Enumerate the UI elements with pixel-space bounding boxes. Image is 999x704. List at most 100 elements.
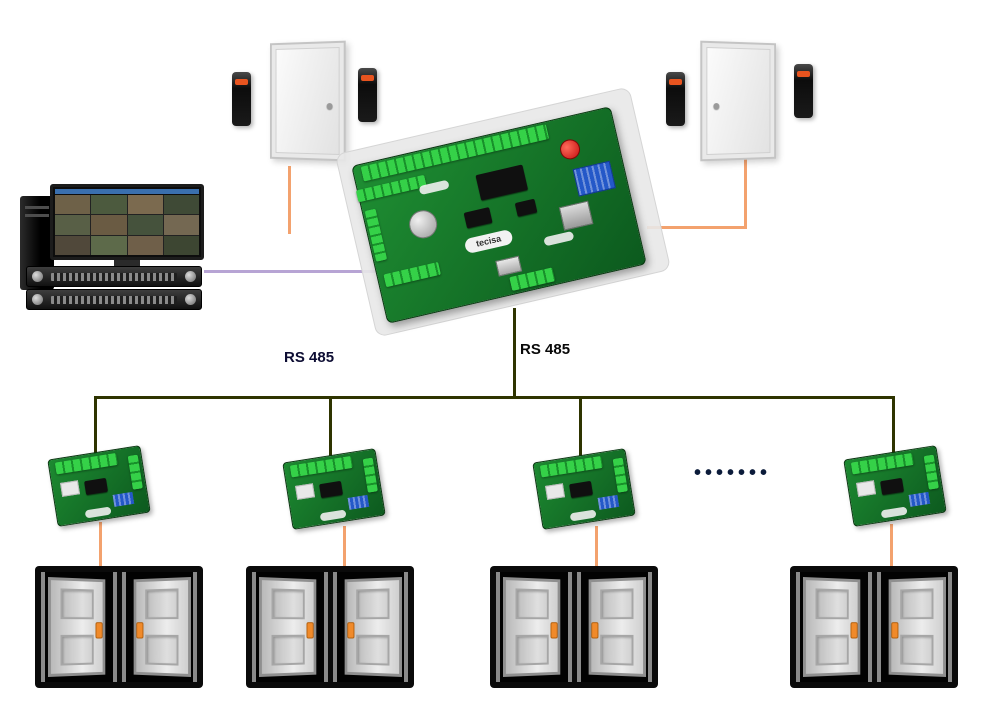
door-pair-1 <box>35 566 203 688</box>
sub-controller-2 <box>282 448 386 530</box>
chip <box>463 207 493 229</box>
door-panel <box>515 634 549 666</box>
door-right <box>576 572 652 682</box>
chip <box>569 480 593 499</box>
rack-recorder-2 <box>26 289 202 310</box>
reader-link-right-vertical <box>744 158 747 228</box>
blue-connector <box>572 160 616 197</box>
door-panel <box>355 634 389 666</box>
door-panel <box>815 588 849 620</box>
door-panel <box>144 634 178 666</box>
blue-connector <box>908 491 931 507</box>
label-sticker <box>569 509 597 522</box>
door-panel <box>271 588 305 620</box>
drive-slot <box>25 206 49 209</box>
terminal-block <box>923 454 939 490</box>
reader-link-right-horizontal <box>647 226 747 229</box>
monitor-stand <box>114 260 140 269</box>
ethernet-port <box>558 200 594 231</box>
door-right <box>121 572 197 682</box>
door-link-3 <box>595 526 598 568</box>
terminal-block <box>54 452 118 475</box>
camera-thumbnail <box>55 235 91 255</box>
terminal-block <box>850 452 914 475</box>
camera-grid <box>55 195 199 255</box>
camera-thumbnail <box>163 195 199 215</box>
camera-thumbnail <box>163 215 199 235</box>
card-reader-icon <box>232 72 251 126</box>
terminal-block <box>289 455 353 478</box>
door-pair-3 <box>490 566 658 688</box>
rack-knob <box>32 271 43 282</box>
usb-port <box>495 255 523 277</box>
door-left <box>496 572 572 682</box>
rs485-bus-horizontal <box>94 396 895 399</box>
rs485-drop-2 <box>329 396 332 456</box>
label-sticker <box>84 506 112 519</box>
terminal-block <box>383 261 441 288</box>
door-handle <box>135 622 143 639</box>
door-leaf <box>706 46 771 156</box>
reset-button <box>558 137 583 162</box>
door-link-4 <box>890 524 893 568</box>
camera-thumbnail <box>91 195 127 215</box>
card-reader-icon <box>666 72 685 126</box>
door-handle <box>95 622 103 639</box>
chip <box>514 198 538 217</box>
door-left <box>796 572 872 682</box>
card-reader-icon <box>794 64 813 118</box>
door-leaf <box>888 577 945 677</box>
door-left <box>252 572 328 682</box>
door-panel <box>515 588 549 620</box>
terminal-block <box>127 454 143 490</box>
cpu-chip <box>475 164 529 201</box>
label-sticker <box>543 230 575 247</box>
door-leaf <box>803 577 860 677</box>
door-icon <box>700 40 777 162</box>
rack-knob <box>32 294 43 305</box>
camera-thumbnail <box>91 235 127 255</box>
label-sticker <box>880 506 908 519</box>
door-pair-4 <box>790 566 958 688</box>
rack-knob <box>185 294 196 305</box>
main-access-controller-board: tecisa <box>351 106 647 324</box>
relay <box>60 480 81 497</box>
card-reader-icon <box>358 68 377 122</box>
rs485-drop-1 <box>94 396 97 454</box>
monitoring-workstation <box>50 184 204 280</box>
door-handle <box>550 622 558 639</box>
coin-battery <box>406 207 440 242</box>
door-knob <box>713 103 720 110</box>
camera-thumbnail <box>127 215 163 235</box>
door-leaf <box>48 577 105 677</box>
label-sticker <box>319 509 347 522</box>
sub-controller-1 <box>47 445 151 527</box>
door-handle <box>346 622 354 639</box>
door-panel <box>899 634 933 666</box>
rs485-label-right: RS 485 <box>520 341 571 358</box>
brand-label: tecisa <box>463 228 514 255</box>
drive-slot <box>25 214 49 217</box>
door-leaf <box>259 577 316 677</box>
door-leaf <box>344 577 401 677</box>
door-panel <box>899 588 933 620</box>
door-leaf <box>133 577 190 677</box>
chip <box>880 477 904 496</box>
camera-thumbnail <box>55 215 91 235</box>
chip <box>84 477 108 496</box>
rs485-drop-3 <box>579 396 582 456</box>
door-link-2 <box>343 526 346 568</box>
chip <box>319 480 343 499</box>
blue-connector <box>597 494 620 510</box>
door-icon <box>269 40 346 162</box>
door-panel <box>271 634 305 666</box>
door-panel <box>599 634 633 666</box>
terminal-block <box>612 457 628 493</box>
terminal-block <box>362 457 378 493</box>
camera-thumbnail <box>55 195 91 215</box>
camera-thumbnail <box>127 235 163 255</box>
door-left <box>41 572 117 682</box>
door-handle <box>850 622 858 639</box>
door-link-1 <box>99 522 102 568</box>
